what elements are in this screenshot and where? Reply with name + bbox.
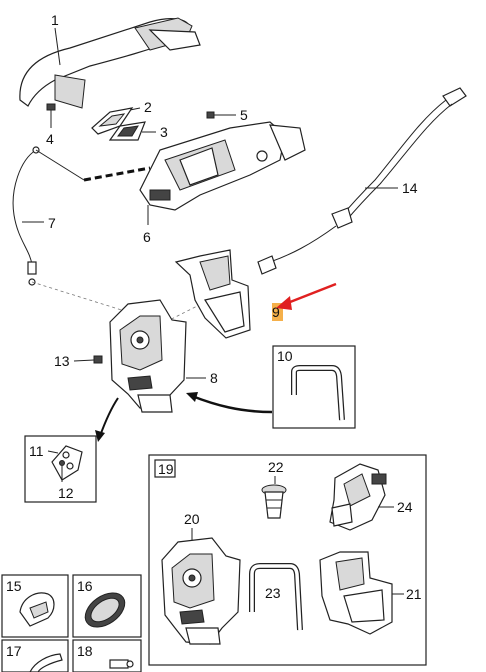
callout-5: 5 [240,107,248,123]
lock-unit-part-20 [161,537,241,645]
callout-22: 22 [268,459,284,475]
guide-dash-2 [149,301,206,331]
callout-15: 15 [6,578,22,594]
callout-14: 14 [402,180,418,196]
cap-part-16 [84,592,126,628]
release-cable-part-7 [12,146,85,286]
callout-19-frame [154,459,176,478]
pointer-arrowhead [276,296,292,310]
arrow-box10-to-lock [191,394,273,414]
pointer-arrow [284,282,337,306]
callout-6: 6 [143,229,151,245]
cover-part-21 [319,551,393,635]
callout-12: 12 [58,485,74,501]
handle-part-17 [29,653,63,672]
outer-handle-part-1 [19,17,201,109]
actuator-part-24 [329,463,387,531]
callout-7: 7 [48,215,56,231]
callout-13: 13 [54,353,70,369]
gasket-part-3 [108,121,146,141]
callout-9: 9 [272,304,280,320]
plug-part-22 [261,484,287,519]
cap-part-15 [19,592,55,627]
callout-19: 19 [158,461,174,477]
bracket-part-11 [51,445,83,481]
arrow-lock-to-box11 [99,397,119,437]
callout-11: 11 [29,443,44,459]
callout-16: 16 [77,578,93,594]
leader-1 [54,27,61,66]
callout-4: 4 [46,131,54,147]
callout-18: 18 [77,643,93,659]
screw-part-4 [46,103,56,120]
cover-part-9 [174,249,251,339]
callout-17: 17 [6,643,22,659]
callout-3: 3 [160,124,168,140]
callout-10: 10 [277,348,293,364]
leader-2 [129,107,141,111]
lock-mechanism-part-8 [109,299,187,413]
bolt-part-13 [93,355,103,364]
callout-24: 24 [397,499,413,515]
callout-8: 8 [210,370,218,386]
screw-part-12 [59,460,65,482]
gasket-part-2 [91,107,134,135]
leader-11 [47,450,59,454]
leader-13 [73,359,95,362]
screw-part-5 [206,111,236,119]
callout-1: 1 [51,12,59,28]
highlight-marker-9 [272,303,283,321]
guide-dash-1 [31,281,129,313]
connector-dash-thick [83,166,151,182]
handle-carrier-part-6 [139,121,306,211]
callout-23: 23 [265,585,281,601]
callout-21: 21 [406,586,422,602]
callout-2: 2 [144,99,152,115]
clip-part-18 [109,659,134,669]
callout-20: 20 [184,511,200,527]
cable-part-14 [257,87,467,275]
